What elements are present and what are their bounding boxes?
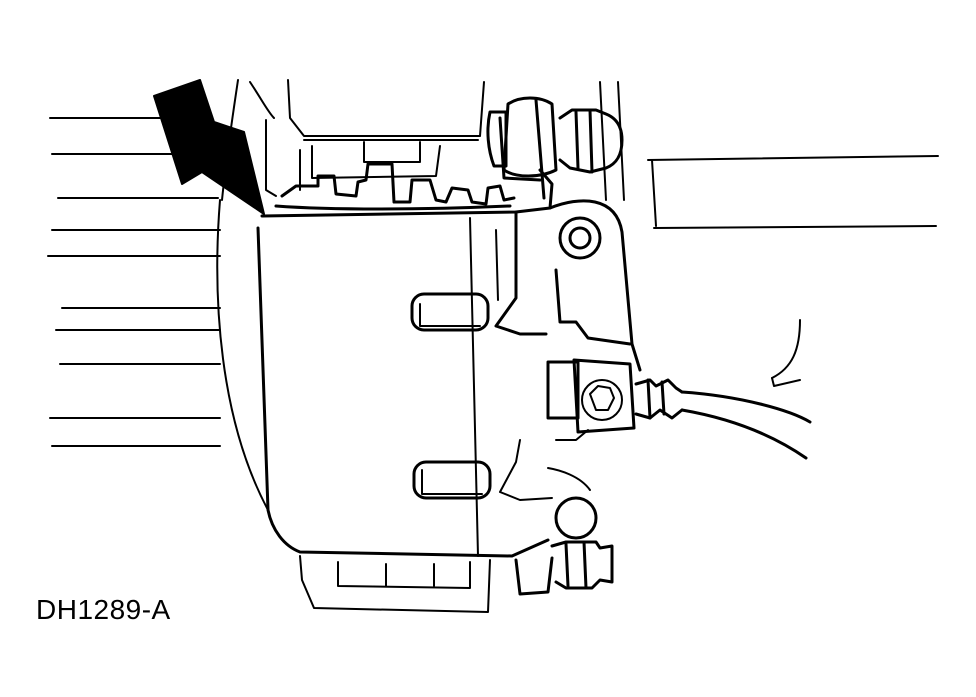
figure-code: DH1289-A <box>36 594 171 625</box>
brake-pad-teeth <box>274 162 516 211</box>
caliper-body <box>256 98 642 558</box>
guide-bolt-upper <box>558 216 602 260</box>
caliper-bracket-upper <box>265 79 485 197</box>
pointer-arrow-icon <box>153 79 265 215</box>
guide-pin-boot-lower <box>514 496 614 596</box>
steering-knuckle <box>599 81 939 387</box>
caliper-slot-upper <box>410 292 490 332</box>
brake-hose-fitting <box>546 358 636 434</box>
reference-lines <box>47 117 221 447</box>
caliper-slot-lower <box>412 460 492 500</box>
guide-pin-boot-upper <box>486 96 624 178</box>
brake-hose <box>634 378 812 460</box>
caliper-bracket-lower <box>299 555 491 613</box>
caliper-inner-lines <box>469 217 591 557</box>
